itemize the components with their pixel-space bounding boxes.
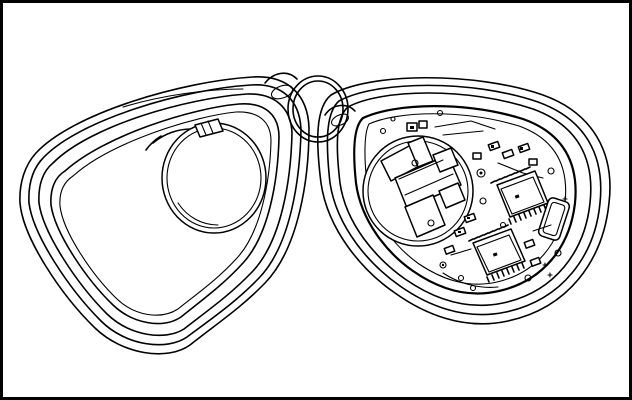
right-shell-half: [316, 76, 611, 325]
left-shell-outer-edge: [19, 76, 310, 355]
crystal-component: [537, 197, 571, 257]
circuit-board: [353, 105, 577, 295]
right-shell-outer-edge: [316, 76, 611, 325]
left-shell-inner-wall: [50, 103, 280, 325]
coin-battery: [145, 118, 267, 234]
pcb-outline: [353, 105, 577, 295]
top-components: [379, 109, 496, 136]
battery-clip: [380, 136, 466, 238]
left-shell-half: [19, 72, 310, 355]
smd-components-lower: [439, 196, 568, 292]
key-fob-drawing: [19, 72, 611, 355]
ic-chip-lower: [468, 224, 526, 283]
ic-chip-upper: [490, 166, 549, 225]
